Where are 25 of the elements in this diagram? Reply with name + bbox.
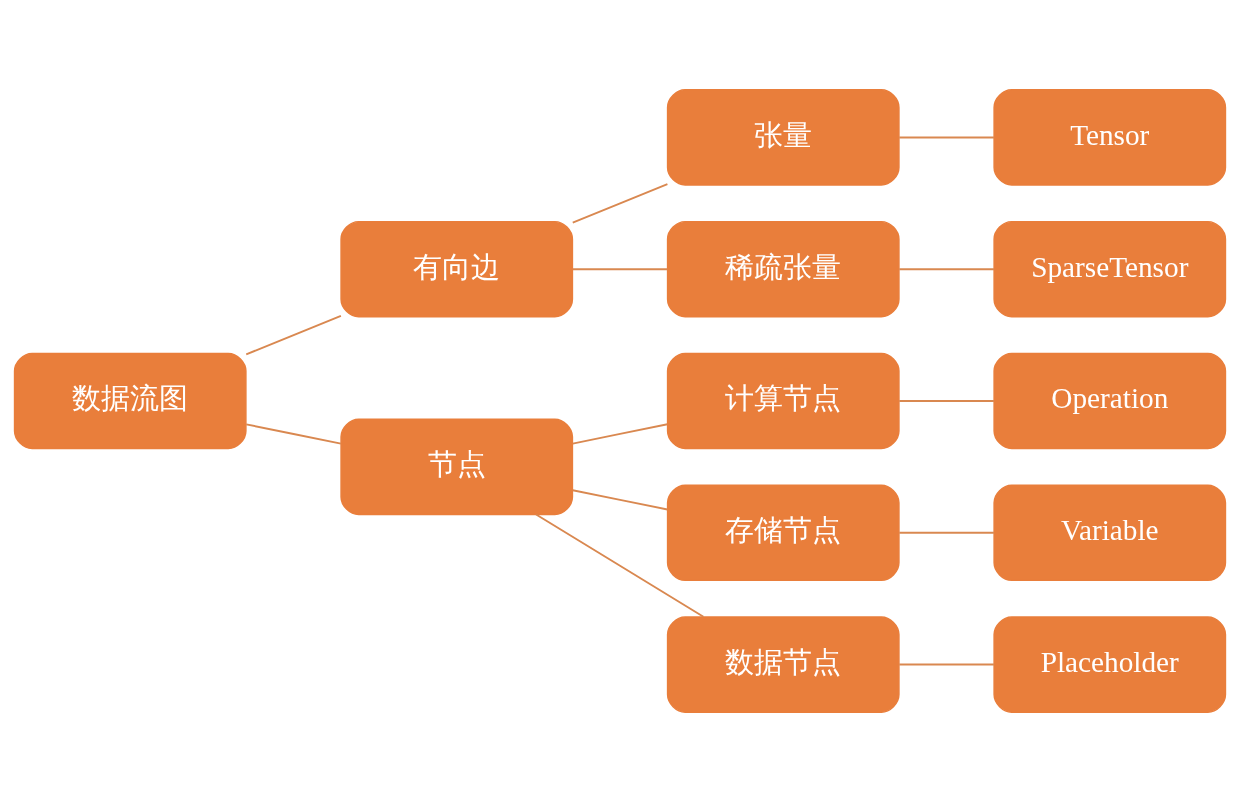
- node-box: 有向边: [340, 220, 574, 318]
- node-box: SparseTensor: [993, 220, 1227, 318]
- node-box: 稀疏张量: [666, 220, 900, 318]
- connector: [898, 531, 995, 534]
- connector: [571, 489, 669, 511]
- connector: [898, 136, 995, 139]
- node-box: 张量: [666, 89, 900, 186]
- connector: [898, 663, 995, 666]
- node-box: 节点: [340, 418, 574, 516]
- node-box: 数据节点: [666, 616, 900, 713]
- node-box: Operation: [993, 352, 1227, 450]
- connector: [245, 423, 342, 445]
- connector: [535, 513, 705, 618]
- node-box: 数据流图: [13, 352, 247, 450]
- connector: [898, 268, 995, 271]
- connector: [571, 423, 669, 445]
- node-box: 计算节点: [666, 352, 900, 450]
- connector: [898, 400, 995, 402]
- node-box: Tensor: [993, 89, 1227, 186]
- node-box: Variable: [993, 484, 1227, 582]
- connector: [245, 314, 342, 356]
- connector: [571, 268, 669, 271]
- node-box: 存储节点: [666, 484, 900, 582]
- connector: [571, 183, 669, 224]
- node-box: Placeholder: [993, 616, 1227, 713]
